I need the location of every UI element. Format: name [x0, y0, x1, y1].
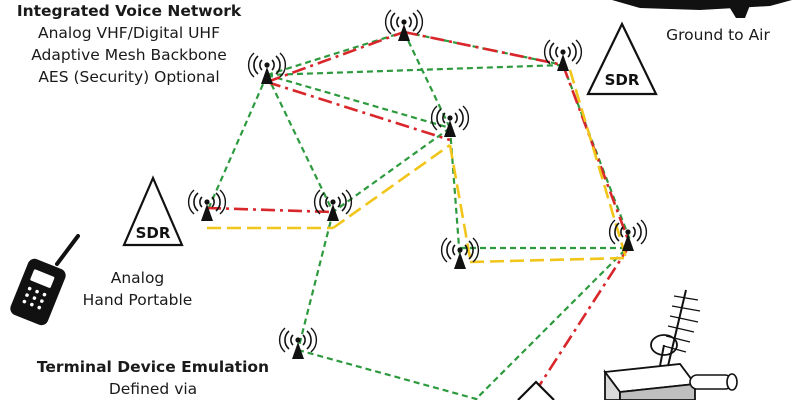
terminal-title: Terminal Device Emulation: [36, 358, 270, 376]
analog-hand-portable-label: Analog Hand Portable: [75, 267, 200, 311]
network-feature-line: Adaptive Mesh Backbone: [31, 46, 227, 64]
red-path-links: [206, 30, 632, 400]
red-link: [266, 80, 451, 142]
analog-label-line: Hand Portable: [82, 291, 193, 309]
antenna-station-icon: [603, 289, 738, 400]
radio-tower-icon: [384, 9, 424, 42]
sdr-triangle-top: SDR: [586, 21, 658, 96]
red-link: [528, 244, 632, 400]
yellow-link: [568, 69, 628, 259]
mesh-link: [296, 211, 335, 351]
network-feature-line: AES (Security) Optional: [38, 68, 220, 86]
aircraft-icon: [612, 0, 792, 18]
sdr-label: SDR: [136, 224, 171, 242]
sdr-triangle-left: SDR: [122, 175, 184, 247]
mesh-link: [403, 31, 451, 129]
radio-tower-icon: [187, 189, 227, 222]
mesh-link: [474, 249, 626, 400]
terminal-device-description: Terminal Device Emulation Defined via: [18, 356, 288, 400]
sdr-triangle-bottom: [517, 380, 555, 400]
mesh-link: [266, 74, 334, 213]
red-link: [266, 30, 405, 84]
network-description: Integrated Voice Network Analog VHF/Digi…: [0, 0, 258, 88]
radio-tower-icon: [430, 105, 470, 138]
radio-tower-icon: [313, 189, 353, 222]
network-feature-line: Analog VHF/Digital UHF: [38, 24, 220, 42]
terminal-line: Defined via: [108, 380, 198, 398]
yellow-link: [332, 143, 451, 230]
mesh-link: [332, 127, 451, 213]
radio-tower-icon: [440, 237, 480, 270]
red-link: [561, 64, 632, 246]
ground-to-air-label: Ground to Air: [666, 26, 770, 44]
mesh-link: [205, 74, 269, 213]
yellow-path-links: [207, 69, 628, 264]
sdr-label: SDR: [605, 71, 640, 89]
red-link: [206, 206, 334, 214]
mesh-link: [266, 30, 405, 77]
handheld-radio-icon: [10, 234, 80, 326]
mesh-link: [266, 73, 451, 130]
analog-label-line: Analog: [110, 269, 165, 287]
mesh-link: [297, 348, 481, 400]
network-title: Integrated Voice Network: [16, 2, 242, 20]
yellow-link: [469, 256, 627, 264]
red-link: [403, 30, 564, 67]
